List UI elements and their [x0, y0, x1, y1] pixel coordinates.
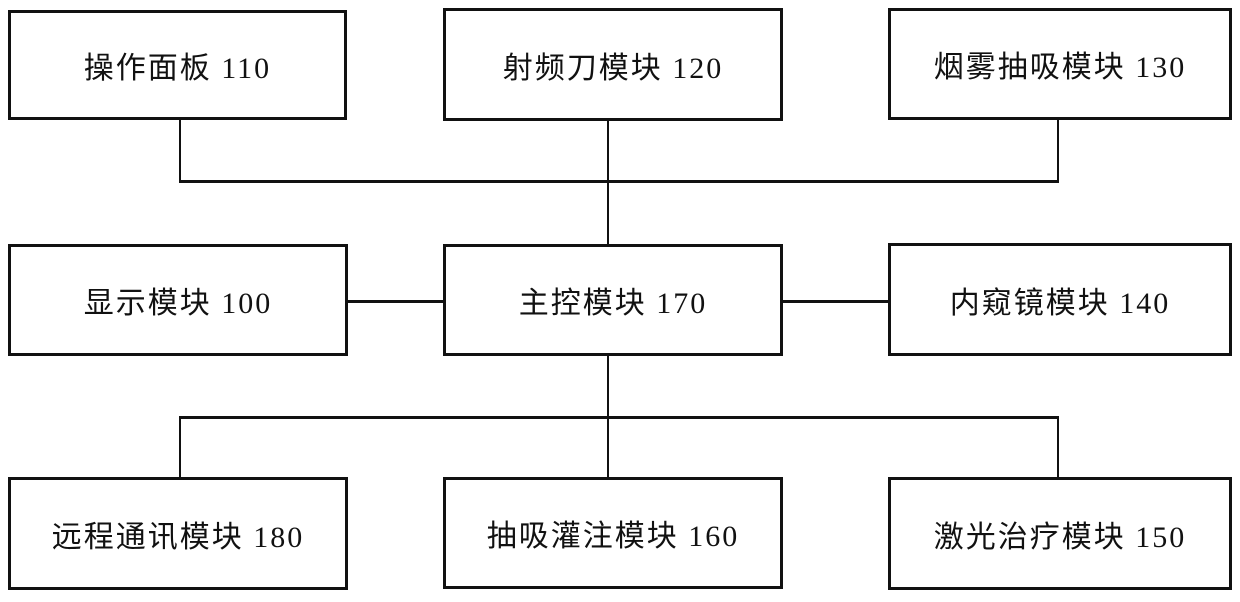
box-main-control-module: 主控模块 170 — [443, 244, 783, 356]
box-display-module: 显示模块 100 — [8, 244, 348, 356]
connector-main-to-endoscope — [783, 300, 888, 303]
box-main-control-module-label: 主控模块 170 — [518, 287, 708, 320]
connector-display-to-main — [347, 300, 443, 303]
box-smoke-suction-module: 烟雾抽吸模块 130 — [888, 8, 1232, 120]
box-smoke-suction-module-label: 烟雾抽吸模块 130 — [933, 51, 1187, 84]
box-rf-knife-module-label: 射频刀模块 120 — [502, 51, 724, 85]
connector-operation-panel-drop — [179, 120, 181, 182]
box-suction-perfusion-module-label: 抽吸灌注模块 160 — [486, 520, 740, 553]
connector-remote-comm-drop — [179, 417, 181, 477]
box-suction-perfusion-module: 抽吸灌注模块 160 — [443, 477, 783, 589]
box-remote-comm-module-label: 远程通讯模块 180 — [51, 520, 305, 554]
box-operation-panel: 操作面板 110 — [8, 10, 347, 120]
connector-laser-therapy-drop — [1057, 417, 1059, 477]
connector-smoke-suction-drop — [1057, 120, 1059, 182]
box-laser-therapy-module-label: 激光治疗模块 150 — [933, 520, 1187, 554]
box-display-module-label: 显示模块 100 — [83, 287, 273, 320]
box-operation-panel-label: 操作面板 110 — [83, 52, 272, 85]
box-rf-knife-module: 射频刀模块 120 — [443, 8, 783, 121]
connector-top-bus — [179, 180, 1059, 183]
connector-bottom-bus — [179, 416, 1059, 419]
box-laser-therapy-module: 激光治疗模块 150 — [888, 477, 1232, 590]
box-remote-comm-module: 远程通讯模块 180 — [8, 477, 348, 590]
box-endoscope-module-label: 内窥镜模块 140 — [949, 286, 1171, 320]
box-endoscope-module: 内窥镜模块 140 — [888, 243, 1232, 356]
